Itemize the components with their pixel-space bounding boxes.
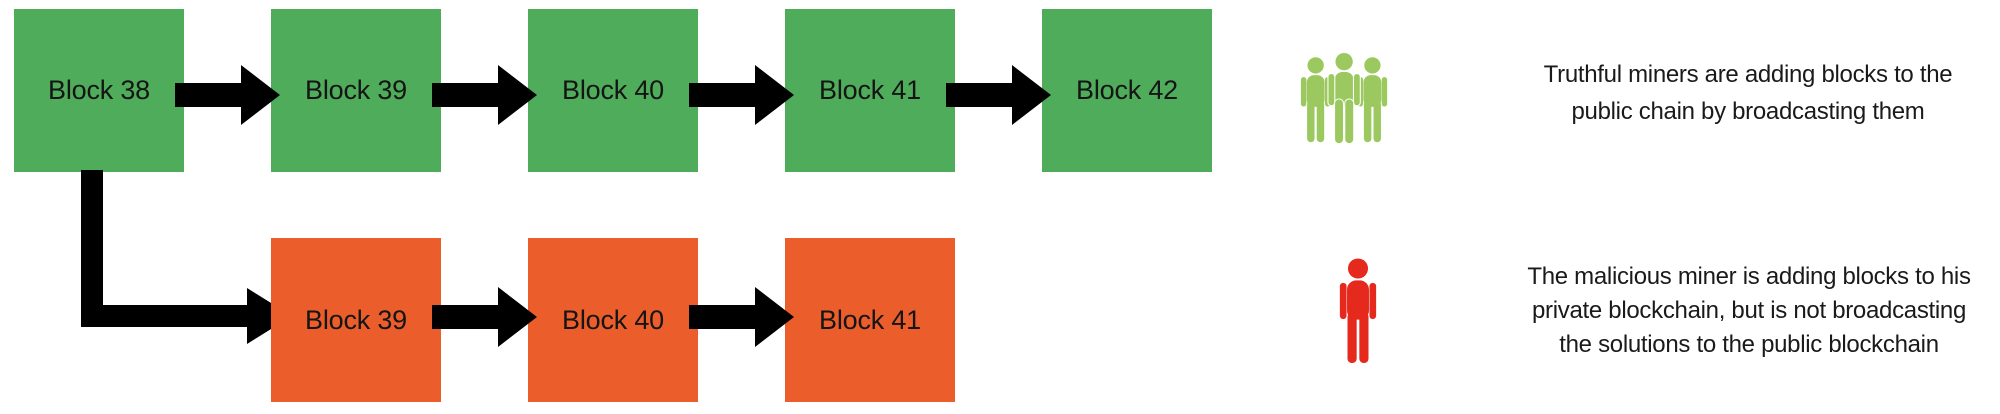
private-block-40: Block 40 — [528, 238, 698, 402]
public-block-39: Block 39 — [271, 9, 441, 172]
arrow-right-icon — [432, 65, 537, 125]
arrow-right-icon — [432, 287, 537, 347]
public-block-42: Block 42 — [1042, 9, 1212, 172]
malicious-miner-icon — [1339, 258, 1377, 363]
legend-line: The malicious miner is adding blocks to … — [1527, 263, 1971, 290]
miners-group-icon — [1300, 51, 1388, 145]
fork-down-right-arrow-icon — [81, 170, 292, 344]
arrow-right-icon — [946, 65, 1051, 125]
private-block-39: Block 39 — [271, 238, 441, 402]
block-label: Block 40 — [562, 75, 664, 105]
block-label: Block 38 — [48, 75, 150, 105]
arrow-right-icon — [689, 65, 794, 125]
public-block-41: Block 41 — [785, 9, 955, 172]
arrow-right-icon — [689, 287, 794, 347]
arrow-right-icon — [175, 65, 280, 125]
legend-line: public chain by broadcasting them — [1571, 98, 1925, 125]
legend-line: private blockchain, but is not broadcast… — [1531, 297, 1967, 324]
block-label: Block 39 — [305, 75, 407, 105]
legend-text-truthful: Truthful miners are adding blocks to the… — [1488, 56, 2000, 130]
legend-text-malicious: The malicious miner is adding blocks to … — [1489, 260, 2000, 362]
block-label: Block 41 — [819, 304, 921, 335]
legend-line: Truthful miners are adding blocks to the — [1543, 61, 1953, 88]
public-block-40: Block 40 — [528, 9, 698, 172]
private-block-41: Block 41 — [785, 238, 955, 402]
block-label: Block 40 — [562, 304, 664, 335]
public-block-38: Block 38 — [14, 9, 184, 172]
block-label: Block 39 — [305, 304, 407, 335]
block-label: Block 41 — [819, 75, 921, 105]
legend-line: the solutions to the public blockchain — [1559, 331, 1939, 358]
block-label: Block 42 — [1076, 75, 1178, 105]
